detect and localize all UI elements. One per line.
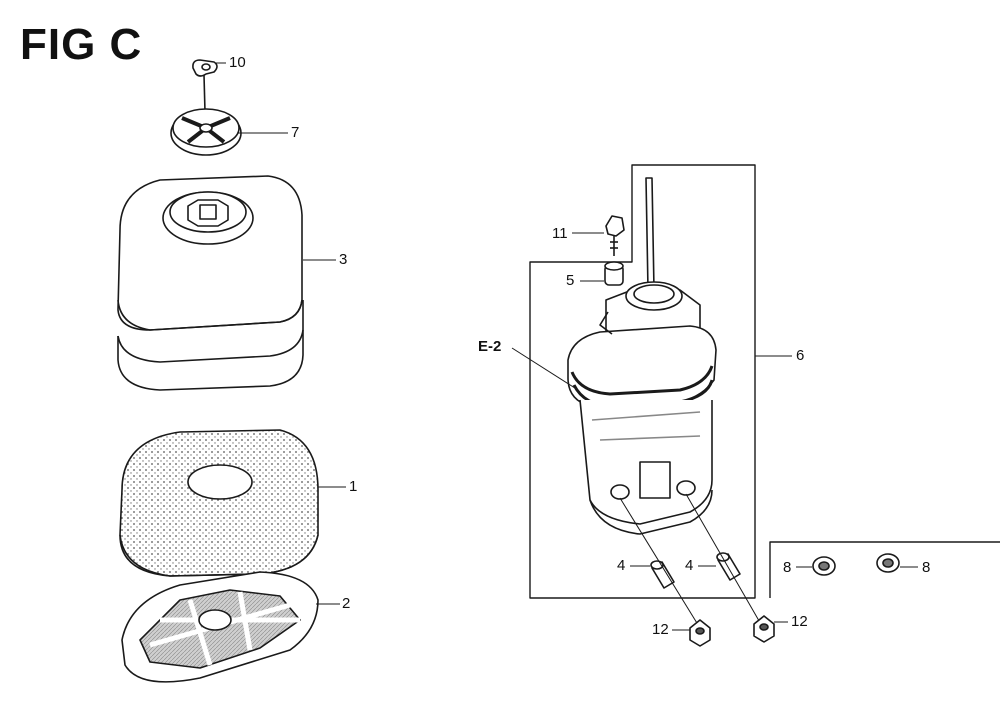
grommet-part-8-left	[812, 556, 836, 576]
case-part-6	[567, 281, 717, 535]
callout-4-left: 4	[617, 557, 626, 574]
callout-3: 3	[339, 251, 348, 268]
leader-lines	[216, 62, 918, 631]
reference-e2: E-2	[478, 338, 502, 355]
callout-1: 1	[349, 478, 358, 495]
nut-part-12-left	[689, 619, 711, 647]
callout-12-left: 12	[652, 621, 669, 638]
callout-2: 2	[342, 595, 351, 612]
grommet-part-8-right	[876, 553, 900, 573]
figure-title: FIG C	[20, 20, 143, 69]
stud-part-4-left	[650, 560, 675, 589]
nut-part-12-right	[753, 615, 775, 643]
callout-6: 6	[796, 347, 805, 364]
stud-part-4-right	[716, 552, 741, 581]
callout-5: 5	[566, 272, 575, 289]
filter-element-part-1	[119, 429, 319, 577]
callout-11: 11	[552, 225, 568, 242]
callout-8-right: 8	[922, 559, 931, 576]
callout-8-left: 8	[783, 559, 792, 576]
callout-7: 7	[291, 124, 300, 141]
callout-12-right: 12	[791, 613, 808, 630]
breather-tube	[645, 177, 655, 291]
assembly-bracket-outline	[529, 164, 756, 599]
callout-10: 10	[229, 54, 246, 71]
filter-base-part-2	[121, 571, 319, 683]
callout-4-right: 4	[685, 557, 694, 574]
cover-part-3	[117, 175, 304, 391]
washer-part-7	[170, 108, 242, 156]
part-8-bracket-outline	[769, 541, 1000, 598]
collar-part-5	[604, 261, 624, 286]
wing-nut-part-10	[192, 59, 218, 113]
bolt-part-11	[605, 215, 625, 256]
